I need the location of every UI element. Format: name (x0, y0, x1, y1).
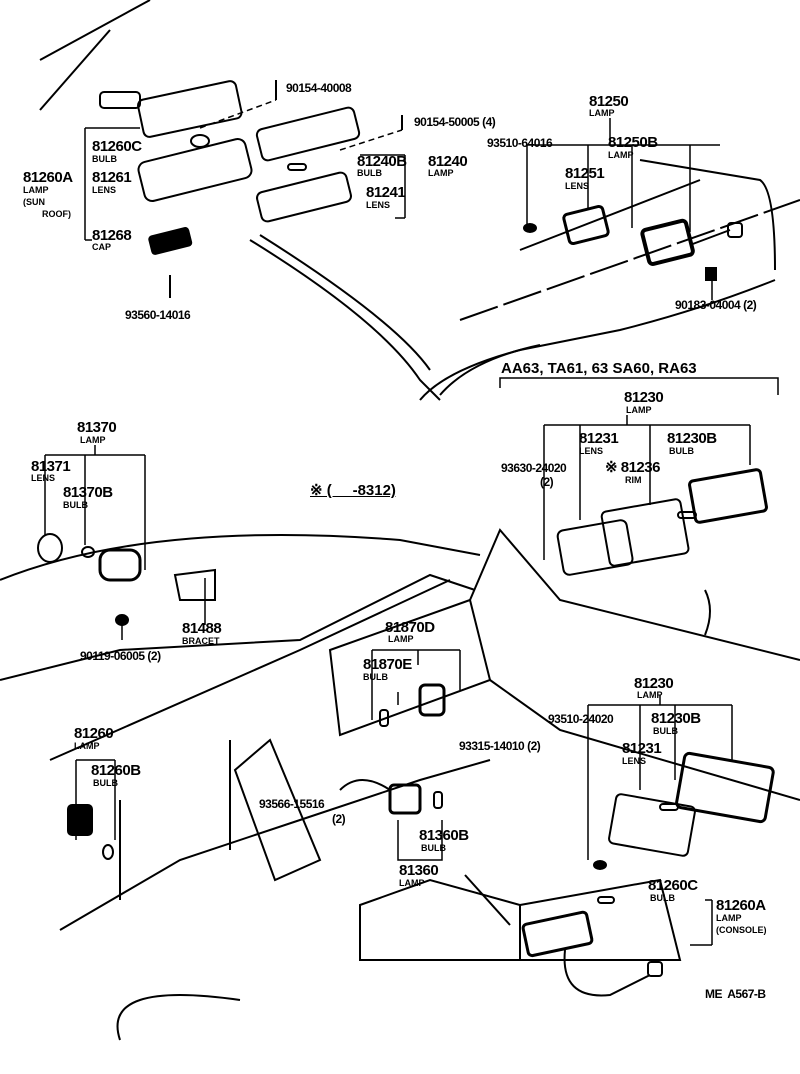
interior-lamps (67, 649, 461, 861)
callout-93315-14010: 93315-14010 (2) (459, 739, 541, 753)
callout-81260C-desc: BULB (92, 154, 117, 164)
callout-81231-lower: 81231 (622, 740, 662, 757)
callout-81240-desc: LAMP (428, 168, 454, 178)
callout-81370B: 81370B (63, 484, 113, 501)
callout-81230-lower-desc: LAMP (637, 690, 663, 700)
callout-81260C: 81260C (92, 138, 142, 155)
callout-81250-desc: LAMP (589, 108, 615, 118)
production-note: ※ ( -8312) (310, 482, 396, 499)
callout-81268-desc: CAP (92, 242, 112, 252)
dashboard-outline (0, 528, 800, 1041)
callout-81231-desc: LENS (579, 446, 604, 456)
callout-81370B-desc: BULB (63, 500, 88, 510)
callout-81240B-desc: BULB (357, 168, 382, 178)
callout-81230B-desc: BULB (669, 446, 694, 456)
callout-81241: 81241 (366, 184, 406, 201)
callout-81236-desc: RIM (625, 475, 642, 485)
callout-81370: 81370 (77, 419, 117, 436)
callout-81250B: 81250B (608, 134, 658, 151)
rear-lamp-assembly (523, 118, 743, 300)
callout-81260A-console-desc: LAMP (716, 913, 742, 923)
callout-81231-lower-desc: LENS (622, 756, 647, 766)
callout-81261: 81261 (92, 169, 132, 186)
callout-93560-14016: 93560-14016 (125, 308, 191, 322)
callout-81268: 81268 (92, 227, 132, 244)
callout-81230-desc: LAMP (626, 405, 652, 415)
callout-81236: ※ 81236 (605, 459, 660, 476)
callout-81250: 81250 (589, 93, 629, 110)
callout-93630-24020-qty: (2) (540, 475, 554, 489)
callout-81488: 81488 (182, 620, 222, 637)
callout-81260A-desc3: ROOF) (42, 209, 71, 219)
callout-81370-desc: LAMP (80, 435, 106, 445)
callout-81241-desc: LENS (366, 200, 391, 210)
callout-81230B-lower-desc: BULB (653, 726, 678, 736)
callout-81870D: 81870D (385, 619, 435, 636)
callout-81360-desc: LAMP (399, 878, 425, 888)
callout-81260B: 81260B (91, 762, 141, 779)
map-lamp-assembly (37, 445, 216, 640)
callout-81260: 81260 (74, 725, 114, 742)
callout-93510-64016: 93510-64016 (487, 136, 553, 150)
callout-81261-desc: LENS (92, 185, 117, 195)
model-applicability-header: AA63, TA61, 63 SA60, RA63 (501, 360, 697, 377)
callout-90154-40008: 90154-40008 (286, 81, 352, 95)
callout-93566-15516: 93566-15516 (259, 797, 325, 811)
callout-81231: 81231 (579, 430, 619, 447)
callout-81230: 81230 (624, 389, 664, 406)
callout-93510-24020: 93510-24020 (548, 712, 614, 726)
callout-81260C-console-desc: BULB (650, 893, 675, 903)
callout-81230B-lower: 81230B (651, 710, 701, 727)
callout-81260A-desc2: (SUN (23, 197, 45, 207)
callout-81260-desc: LAMP (74, 741, 100, 751)
dome-lamp-assembly (84, 80, 406, 298)
callout-81240: 81240 (428, 153, 468, 170)
callout-81870E: 81870E (363, 656, 412, 673)
callout-81488-desc: BRACET (182, 636, 220, 646)
callout-81230B: 81230B (667, 430, 717, 447)
callout-81230-lower: 81230 (634, 675, 674, 692)
callout-81251-desc: LENS (565, 181, 590, 191)
callout-81260B-desc: BULB (93, 778, 118, 788)
callout-81251: 81251 (565, 165, 605, 182)
callout-81260A-console: 81260A (716, 897, 766, 914)
callout-90183-04004: 90183-04004 (2) (675, 298, 757, 312)
lower-lamps (521, 695, 775, 997)
callout-81371: 81371 (31, 458, 71, 475)
diagram-code: ME A567-B (705, 987, 766, 1001)
callout-93630-24020: 93630-24020 (501, 461, 567, 475)
callout-81371-desc: LENS (31, 473, 56, 483)
callout-81250B-desc: LAMP (608, 150, 634, 160)
callout-90119-06005: 90119-06005 (2) (80, 649, 161, 663)
callout-81360B: 81360B (419, 827, 469, 844)
callout-81360: 81360 (399, 862, 439, 879)
callout-81260A-desc: LAMP (23, 185, 49, 195)
roof-outline (39, 0, 800, 401)
callout-81360B-desc: BULB (421, 843, 446, 853)
callout-81260A-sunroof: 81260A (23, 169, 73, 186)
callout-93566-15516-qty: (2) (332, 812, 346, 826)
callout-81870D-desc: LAMP (388, 634, 414, 644)
model-bracket (499, 377, 779, 636)
callout-81260A-console-desc2: (CONSOLE) (716, 925, 767, 935)
callout-90154-50005: 90154-50005 (4) (414, 115, 496, 129)
callout-81260C-console: 81260C (648, 877, 698, 894)
callout-81870E-desc: BULB (363, 672, 388, 682)
callout-81240B: 81240B (357, 153, 407, 170)
